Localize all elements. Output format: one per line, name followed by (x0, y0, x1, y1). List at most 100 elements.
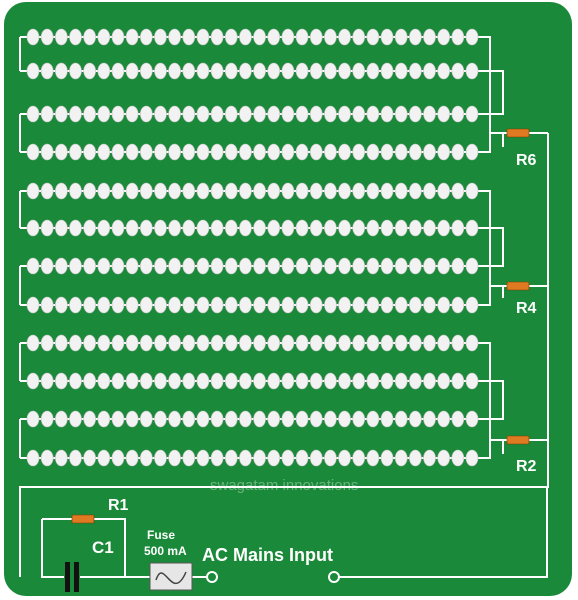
led (253, 28, 266, 46)
led (154, 219, 167, 237)
led (111, 449, 125, 467)
led (26, 372, 40, 390)
led (168, 105, 181, 123)
led (26, 449, 40, 467)
led (380, 143, 394, 161)
led (55, 28, 68, 46)
led (394, 182, 408, 200)
led (465, 219, 479, 237)
led (55, 143, 68, 161)
led (465, 62, 479, 80)
led (423, 105, 436, 123)
led (224, 410, 238, 428)
led (111, 62, 125, 80)
label-c1: C1 (92, 538, 114, 557)
led (69, 257, 82, 275)
led (267, 143, 281, 161)
led (154, 28, 167, 46)
led (83, 62, 96, 80)
led (366, 296, 380, 314)
led (139, 182, 153, 200)
led (451, 334, 465, 352)
led (309, 449, 323, 467)
led (253, 410, 266, 428)
led (224, 449, 238, 467)
led (338, 143, 351, 161)
led (182, 28, 196, 46)
led (338, 105, 351, 123)
led (69, 182, 82, 200)
led (40, 449, 54, 467)
led (423, 143, 436, 161)
led (352, 334, 366, 352)
led (55, 62, 68, 80)
led (324, 28, 337, 46)
led (210, 372, 224, 390)
led (253, 449, 266, 467)
led (168, 372, 181, 390)
led (83, 410, 96, 428)
led (380, 62, 394, 80)
led (338, 296, 351, 314)
led (267, 257, 281, 275)
led (281, 257, 295, 275)
led (224, 62, 238, 80)
led (154, 334, 167, 352)
led (69, 334, 82, 352)
led (281, 296, 295, 314)
led (139, 62, 153, 80)
led (352, 372, 366, 390)
led (465, 334, 479, 352)
led (394, 28, 408, 46)
led (380, 28, 394, 46)
led (239, 410, 252, 428)
led (210, 62, 224, 80)
led (55, 296, 68, 314)
led (182, 334, 196, 352)
led (465, 257, 479, 275)
led (97, 28, 111, 46)
led (239, 296, 252, 314)
led (69, 296, 82, 314)
led (394, 449, 408, 467)
led (69, 105, 82, 123)
led (40, 372, 54, 390)
led (26, 219, 40, 237)
led (465, 410, 479, 428)
led (437, 257, 450, 275)
ac-terminal-right (328, 571, 340, 583)
led (125, 257, 139, 275)
led (40, 334, 54, 352)
led (437, 105, 450, 123)
led (465, 182, 479, 200)
led (111, 105, 125, 123)
led (281, 105, 295, 123)
led (451, 449, 465, 467)
led (83, 143, 96, 161)
led (97, 257, 111, 275)
led (281, 219, 295, 237)
led (324, 449, 337, 467)
led (125, 372, 139, 390)
led (239, 257, 252, 275)
led (437, 62, 450, 80)
led-group-right-connector (472, 36, 504, 153)
led-matrix (19, 28, 504, 467)
led (154, 62, 167, 80)
led (295, 334, 309, 352)
led (309, 105, 323, 123)
led (409, 410, 422, 428)
label-r2: R2 (516, 458, 537, 475)
led (139, 105, 153, 123)
led (352, 257, 366, 275)
led (196, 257, 210, 275)
fuse-symbol (149, 562, 193, 591)
led (69, 28, 82, 46)
led (154, 296, 167, 314)
led (196, 449, 210, 467)
led (154, 449, 167, 467)
led (423, 410, 436, 428)
led (394, 105, 408, 123)
led (26, 257, 40, 275)
led (139, 257, 153, 275)
